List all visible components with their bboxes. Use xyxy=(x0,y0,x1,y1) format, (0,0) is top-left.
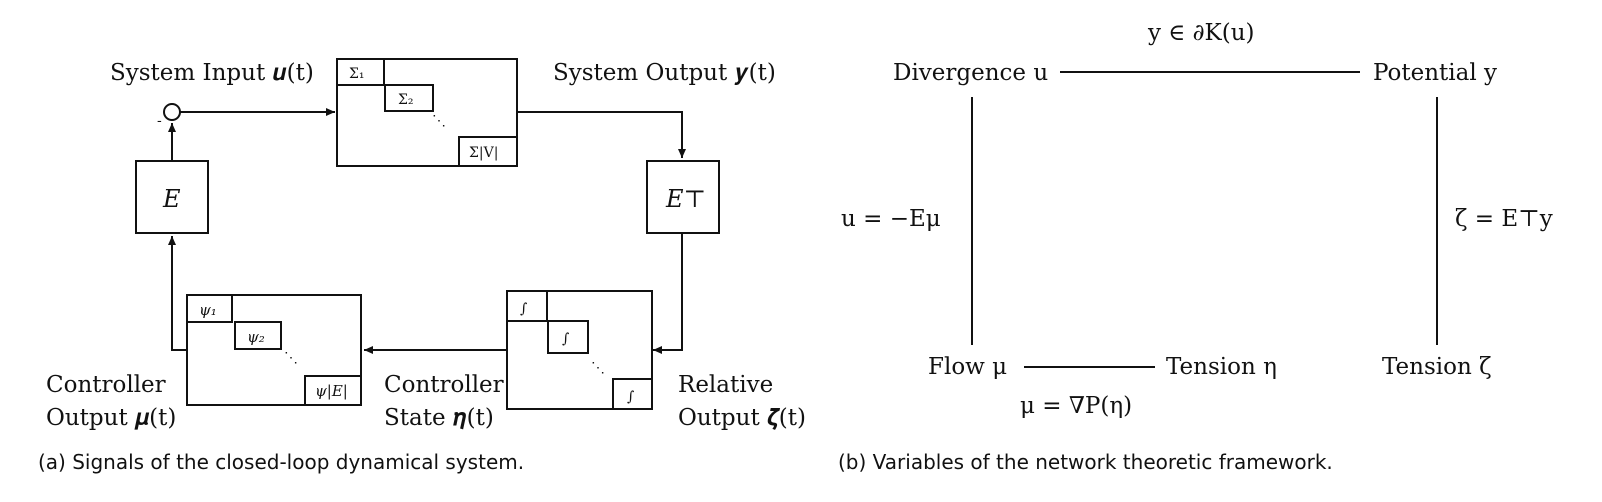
top-relation: y ∈ ∂K(u) xyxy=(1147,20,1254,46)
psi-dots: ⋱ xyxy=(284,350,298,366)
psi-2-subblock xyxy=(234,321,282,350)
psi-1-subblock xyxy=(186,294,233,323)
e-block-label: E xyxy=(162,185,181,213)
et-block-label: E⊤ xyxy=(665,185,706,213)
sigma-v-subblock xyxy=(458,136,518,167)
integrator-n-label: ∫ xyxy=(627,389,634,405)
integrator-dots: ⋱ xyxy=(591,360,605,376)
bottom-relation: μ = ∇P(η) xyxy=(1020,393,1132,419)
sigma-2-subblock xyxy=(384,84,434,112)
psi-e-subblock xyxy=(304,375,362,406)
right-relation: ζ = E⊤y xyxy=(1455,206,1553,232)
arrow-psi-to-e xyxy=(168,236,187,351)
sigma-1-subblock xyxy=(336,58,385,86)
arrow-system-to-et xyxy=(517,111,686,158)
controller-output-label-1: Controller xyxy=(46,372,166,398)
panel-b-caption: (b) Variables of the network theoretic f… xyxy=(838,450,1333,474)
left-relation: u = −Eμ xyxy=(841,206,941,232)
psi-e-label: ψ|E| xyxy=(315,382,348,400)
controller-state-label-1: Controller xyxy=(384,372,504,398)
system-input-label: System Input 𝒖(t) xyxy=(110,60,314,86)
panel-b-network-framework: y ∈ ∂K(u) Divergence u Potential y u = −… xyxy=(838,20,1553,474)
arrow-et-to-integrators xyxy=(653,233,683,354)
integrator-1-subblock xyxy=(506,290,548,322)
tension-zeta-label: Tension ζ xyxy=(1382,354,1492,380)
system-output-label: System Output 𝒚(t) xyxy=(553,60,776,86)
divergence-label: Divergence u xyxy=(893,60,1048,86)
integrator-2-subblock xyxy=(547,320,589,354)
sigma-2-label: Σ₂ xyxy=(398,92,414,108)
sigma-dots: ⋱ xyxy=(432,113,446,129)
psi-1-label: ψ₁ xyxy=(199,301,217,319)
relative-output-label-1: Relative xyxy=(678,372,773,398)
sigma-1-label: Σ₁ xyxy=(349,66,365,82)
summing-junction xyxy=(163,103,181,121)
integrator-1-label: ∫ xyxy=(520,301,527,317)
psi-2-label: ψ₂ xyxy=(247,328,265,346)
controller-output-label-2: Output 𝝁(t) xyxy=(46,405,176,431)
integrator-n-subblock xyxy=(612,378,653,410)
minus-sign: - xyxy=(157,113,162,129)
sigma-v-label: Σ|V| xyxy=(469,145,498,161)
flow-label: Flow μ xyxy=(928,354,1007,380)
tension-eta-label: Tension η xyxy=(1166,354,1277,380)
controller-state-label-2: State 𝜼(t) xyxy=(384,405,494,431)
relative-output-label-2: Output 𝜻(t) xyxy=(678,405,806,431)
integrator-2-label: ∫ xyxy=(562,331,569,347)
potential-label: Potential y xyxy=(1373,60,1497,86)
panel-a-caption: (a) Signals of the closed-loop dynamical… xyxy=(38,450,524,474)
panel-a-block-diagram: System Input 𝒖(t) System Output 𝒚(t) - Σ… xyxy=(38,58,806,474)
